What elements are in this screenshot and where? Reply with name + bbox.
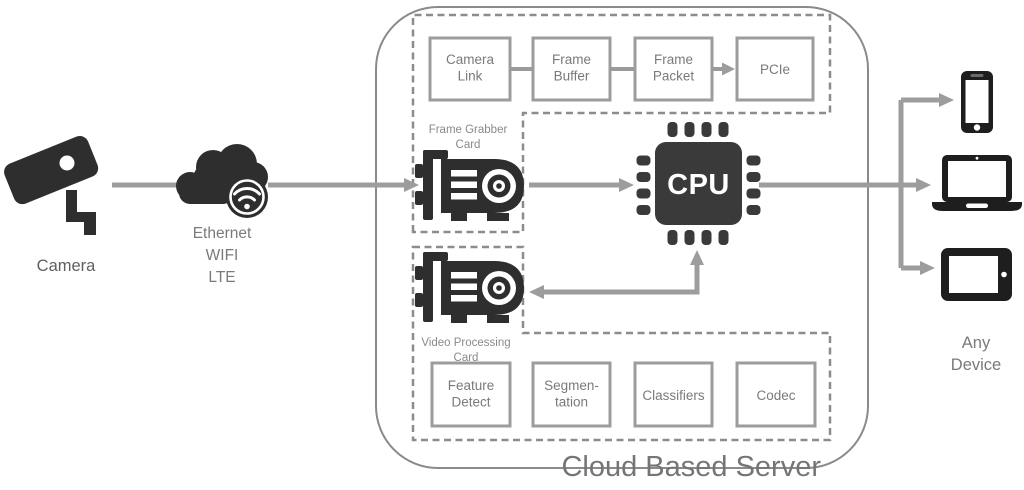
pcie-label: PCIe: [760, 62, 790, 77]
frame-buffer-label-line1: Frame: [552, 52, 591, 67]
arrowhead-framegrabber-cpu: [619, 178, 634, 192]
segmentation-label-line2: tation: [555, 395, 588, 410]
network-label-ethernet: Ethernet: [193, 225, 252, 242]
feature-detect-label-line1: Feature: [448, 378, 495, 393]
codec-label: Codec: [756, 388, 795, 403]
smartphone-icon: [961, 71, 993, 133]
camera-link-label-line2: Link: [458, 69, 483, 84]
arrow-cpu-videoprocessing: [543, 255, 700, 295]
video-processing-label-line2: Card: [454, 352, 479, 364]
arrowhead-branch-phone: [939, 93, 954, 107]
classifiers-label: Classifiers: [642, 388, 705, 403]
arrowhead-framepacket-pcie: [722, 62, 735, 76]
cloud-server-container: [375, 6, 869, 469]
frame-buffer-label-line2: Buffer: [554, 69, 590, 84]
camera-link-box: [428, 36, 512, 102]
cloud-wifi-icon: [176, 144, 268, 218]
processing-row: Feature Detect Segmen- tation Classifier…: [430, 361, 817, 428]
any-device-label-line1: Any: [962, 334, 991, 352]
arrowhead-into-cpu: [690, 250, 704, 265]
feature-detect-box: [430, 361, 512, 428]
pcie-box: [735, 36, 815, 102]
frame-grabber-label-line2: Card: [456, 139, 481, 151]
camera-label: Camera: [37, 257, 97, 275]
feature-detect-label-line2: Detect: [451, 395, 490, 410]
server-title: Cloud Based Server: [561, 451, 821, 483]
segmentation-box: [531, 361, 612, 428]
camera-link-label-line1: Camera: [446, 52, 495, 67]
cpu-chip-icon: CPU: [636, 122, 761, 245]
tablet-icon: [941, 248, 1012, 301]
arrowhead-branch-tablet: [920, 261, 935, 275]
classifiers-box: [633, 361, 714, 428]
frame-grabber-label-line1: Frame Grabber: [429, 124, 508, 136]
codec-box: [735, 361, 817, 428]
arrowhead-into-videoprocessing: [529, 285, 544, 299]
cpu-label: CPU: [667, 169, 730, 201]
frame-buffer-box: [531, 36, 612, 102]
network-label-wifi: WIFI: [206, 247, 239, 264]
videoprocessing-processing-dashed-region: [411, 245, 832, 442]
frame-packet-label-line2: Packet: [653, 69, 695, 84]
arrowhead-cloud-server: [404, 178, 419, 192]
frame-packet-label-line1: Frame: [654, 52, 693, 67]
video-processing-label-line1: Video Processing: [421, 337, 510, 349]
cctv-camera-icon: [4, 136, 99, 235]
segmentation-label-line1: Segmen-: [544, 378, 599, 393]
any-device-label-line2: Device: [951, 356, 1001, 374]
pipeline-row: Camera Link Frame Buffer Frame Packet PC…: [428, 36, 815, 102]
laptop-icon: [932, 155, 1022, 211]
arrowhead-cpu-laptop: [916, 178, 931, 192]
network-label-lte: LTE: [208, 269, 235, 286]
